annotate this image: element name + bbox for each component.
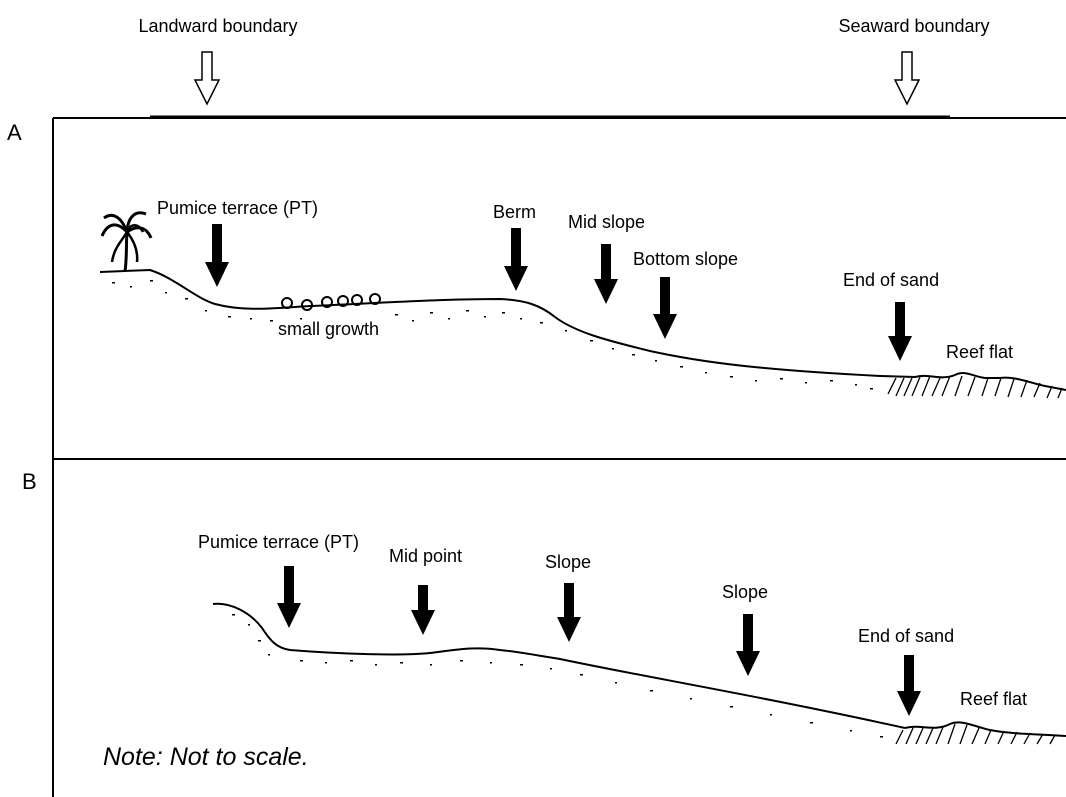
note-not-to-scale: Note: Not to scale. [103, 743, 309, 771]
arrow-pumice-terrace-b-icon [277, 566, 301, 628]
label-reef-flat-b: Reef flat [960, 689, 1027, 709]
palm-tree-icon [100, 211, 153, 272]
label-small-growth: small growth [278, 319, 379, 339]
label-berm: Berm [493, 202, 536, 222]
seaward-boundary-arrow-icon [893, 51, 921, 106]
arrow-pumice-terrace-a-icon [205, 224, 229, 287]
label-bottom-slope: Bottom slope [633, 249, 738, 269]
panel-b-letter: B [22, 469, 37, 494]
label-slope-2: Slope [722, 582, 768, 602]
panel-b-reef-base [904, 721, 1066, 737]
panel-a-reef-base [879, 372, 1066, 391]
label-end-of-sand-b: End of sand [858, 626, 954, 646]
arrow-bottom-slope-icon [653, 277, 677, 339]
label-mid-slope: Mid slope [568, 212, 645, 232]
arrow-mid-point-icon [411, 585, 435, 635]
panel-a-profile: Pumice terrace (PT) small growth Berm Mi… [99, 198, 1066, 399]
label-end-of-sand-a: End of sand [843, 270, 939, 290]
arrow-slope-1-icon [557, 583, 581, 642]
panel-a-arrows [205, 224, 912, 361]
panel-b-arrows [277, 566, 921, 716]
panel-b-beach-surface [212, 602, 906, 729]
arrow-slope-2-icon [736, 614, 760, 676]
panel-a-beach-surface [99, 268, 881, 377]
seaward-boundary-label: Seaward boundary [838, 16, 989, 36]
small-growth-icon [281, 293, 381, 311]
panel-b-reef-hatching [895, 723, 1056, 745]
arrow-end-of-sand-a-icon [888, 302, 912, 361]
label-mid-point: Mid point [389, 546, 462, 566]
panel-a-reef-hatching [887, 375, 1063, 399]
panel-frame [52, 115, 1066, 797]
label-slope-1: Slope [545, 552, 591, 572]
arrow-mid-slope-icon [594, 244, 618, 304]
panel-a-letter: A [7, 120, 22, 145]
arrow-end-of-sand-b-icon [897, 655, 921, 716]
arrow-berm-icon [504, 228, 528, 291]
label-pumice-terrace-b: Pumice terrace (PT) [198, 532, 359, 552]
label-reef-flat-a: Reef flat [946, 342, 1013, 362]
panel-a-sediment-stipple [112, 280, 873, 390]
landward-boundary-label: Landward boundary [138, 16, 297, 36]
label-pumice-terrace-a: Pumice terrace (PT) [157, 198, 318, 218]
panel-b-profile: Pumice terrace (PT) Mid point Slope Slop… [103, 532, 1066, 771]
panel-b-sediment-stipple [232, 614, 883, 738]
landward-boundary-arrow-icon [193, 51, 221, 106]
